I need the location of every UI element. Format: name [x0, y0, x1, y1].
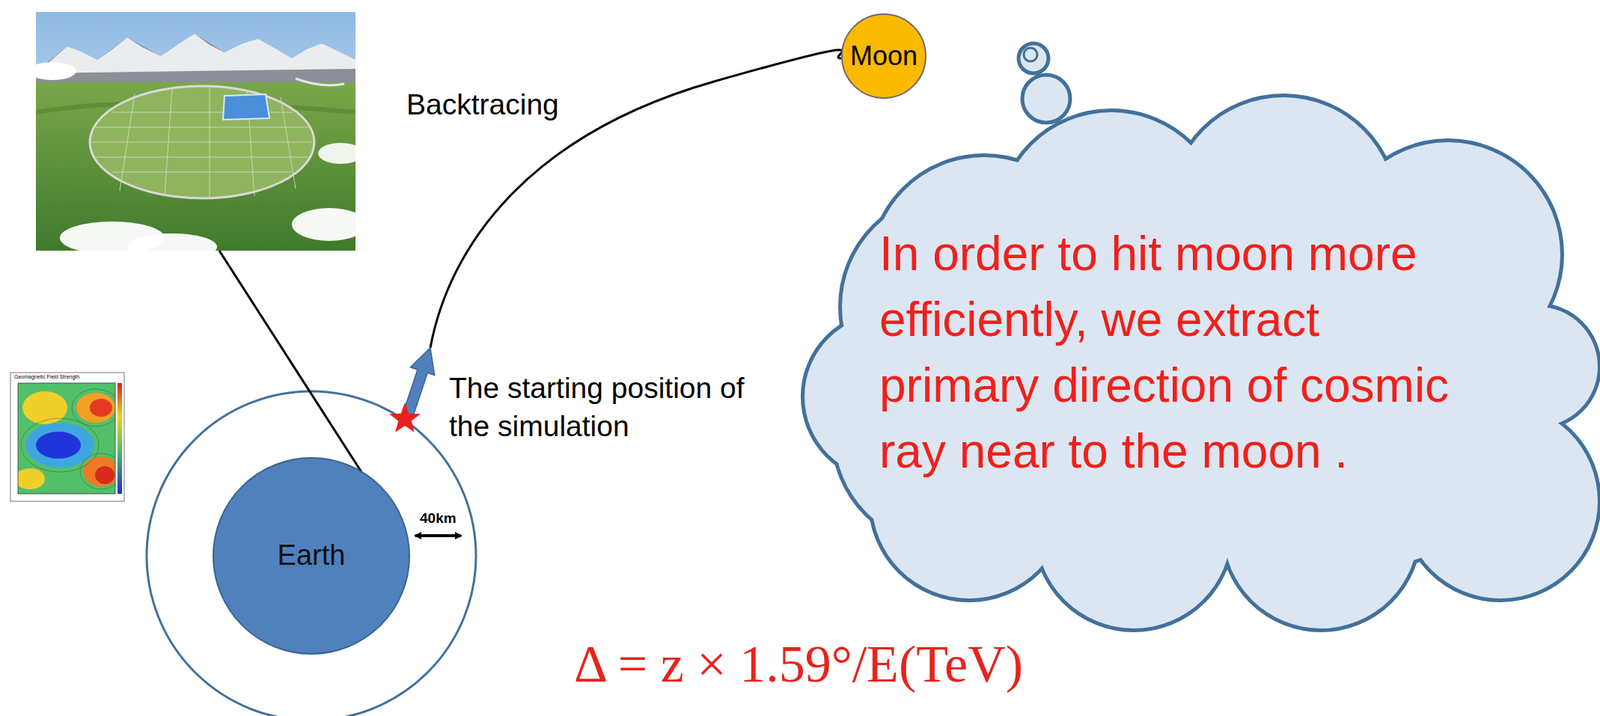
node-label: Earth	[277, 539, 346, 573]
photo-road	[295, 78, 345, 86]
photo-pond	[223, 94, 270, 120]
moon-circle: Moon	[841, 13, 927, 99]
photo-cloud	[291, 208, 356, 241]
photo-array	[89, 86, 315, 199]
sightline	[219, 250, 363, 475]
observatory-photo	[35, 11, 356, 251]
dimension-arrow	[415, 534, 461, 538]
formula: Δ = z × 1.59°/E(TeV)	[573, 634, 1024, 696]
photo-cloud	[127, 233, 218, 251]
thought-text: In order to hit moon more efficiently, w…	[879, 220, 1479, 485]
thought-cloud: In order to hit moon more efficiently, w…	[797, 82, 1600, 637]
map-title: Geomagnetic Field Strength	[13, 374, 81, 381]
thought-bubble	[1022, 74, 1071, 123]
start-star	[389, 402, 421, 433]
cloud-lobe	[879, 209, 1523, 554]
cloud-shape	[804, 97, 1598, 629]
annotation-text: The starting position of the simulation	[449, 369, 749, 446]
cloud-shape	[804, 97, 1598, 629]
photo-cloud	[35, 62, 77, 81]
node-label: Moon	[850, 40, 918, 72]
photo-snow	[35, 33, 356, 74]
direction-arrow	[395, 343, 443, 420]
photo-cloud	[318, 142, 356, 164]
thought-bubble	[1023, 47, 1038, 62]
map-frame	[10, 372, 125, 502]
cloud-lobe	[879, 209, 1523, 554]
thought-bubble	[1018, 43, 1049, 74]
map-colorbar	[117, 383, 122, 494]
atmosphere-ring	[146, 391, 476, 716]
map-axes	[17, 383, 116, 494]
dimension-label: 40km	[419, 510, 457, 527]
earth-circle: Earth	[212, 457, 411, 655]
map-plot	[17, 383, 116, 494]
photo-grid	[89, 86, 315, 199]
geomagnetic-map	[10, 372, 125, 502]
annotation-text: Backtracing	[406, 88, 560, 122]
